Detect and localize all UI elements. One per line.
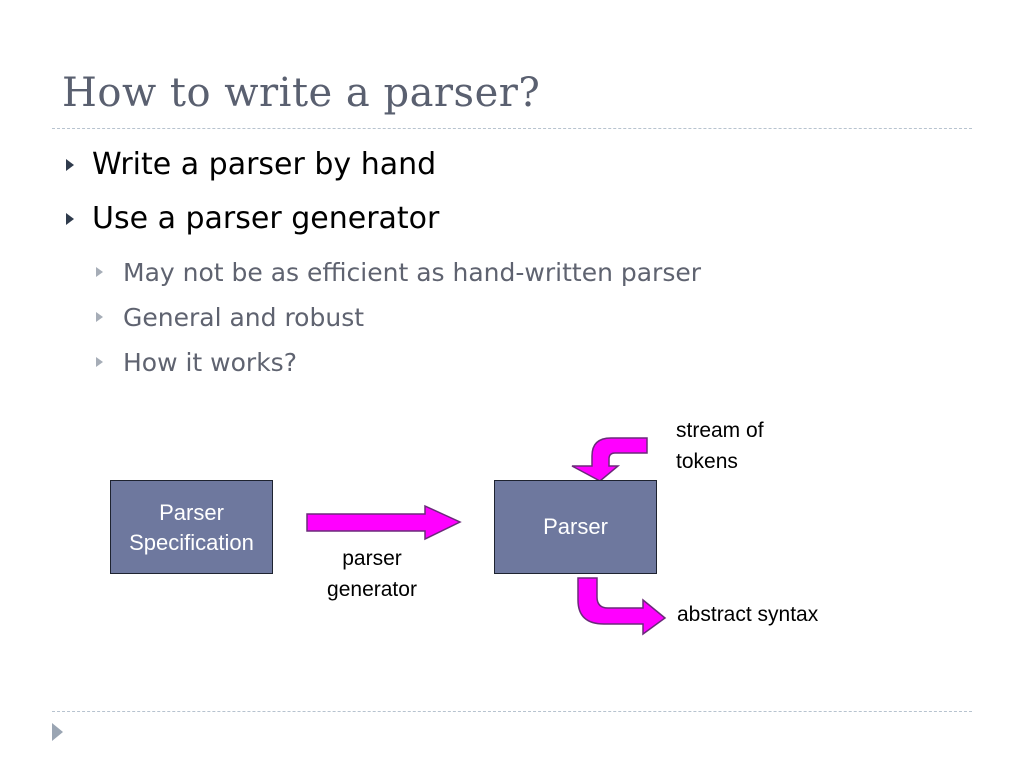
bullet-item: Write a parser by hand (62, 142, 701, 196)
footer-triangle-icon (52, 723, 63, 741)
generator-label: parser generator (312, 543, 432, 605)
input-label: stream of tokens (676, 415, 764, 477)
sub-bullet-arrow-icon (96, 267, 103, 277)
input-label-line1: stream of (676, 419, 764, 442)
bullet-list: Write a parser by hand Use a parser gene… (62, 142, 701, 385)
generator-label-line1: parser (342, 547, 402, 570)
generator-label-line2: generator (327, 578, 417, 601)
sub-bullet-arrow-icon (96, 357, 103, 367)
bullet-text: Use a parser generator (92, 201, 440, 236)
bullet-item: Use a parser generator (62, 196, 701, 250)
slide-title: How to write a parser? (62, 70, 541, 116)
bullet-text: May not be as efficient as hand-written … (123, 258, 702, 287)
sub-bullet-item: How it works? (62, 340, 701, 385)
bullet-text: Write a parser by hand (92, 147, 437, 182)
output-curved-arrow (577, 577, 667, 636)
input-label-line2: tokens (676, 450, 738, 473)
output-label: abstract syntax (677, 603, 819, 626)
box-label-line2: Specification (129, 530, 254, 555)
bullet-arrow-icon (66, 159, 74, 171)
generator-arrow (306, 504, 462, 541)
sub-bullet-item: General and robust (62, 295, 701, 340)
sub-bullet-arrow-icon (96, 312, 103, 322)
parser-box: Parser (494, 480, 657, 574)
box-label: Parser (543, 514, 608, 539)
bullet-text: General and robust (123, 303, 365, 332)
parser-specification-box: Parser Specification (110, 480, 273, 574)
footer-divider (52, 711, 972, 712)
input-curved-arrow (571, 437, 648, 482)
title-divider (52, 128, 972, 129)
box-label-line1: Parser (159, 500, 224, 525)
bullet-text: How it works? (123, 348, 297, 377)
bullet-arrow-icon (66, 213, 74, 225)
sub-bullet-item: May not be as efficient as hand-written … (62, 250, 701, 295)
